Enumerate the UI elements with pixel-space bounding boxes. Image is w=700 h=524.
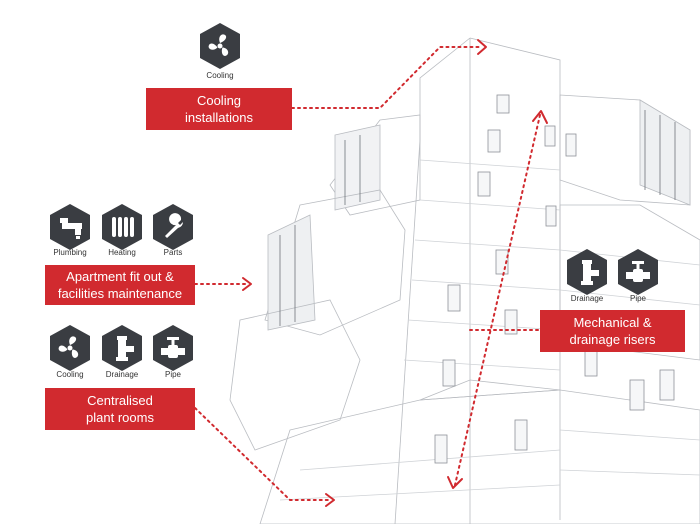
plant-pipe-icon-label: Pipe: [164, 370, 181, 379]
plumbing-icon: [48, 203, 92, 251]
cooling-installations-title-line2: installations: [185, 110, 253, 125]
risers-pipe-icon-label: Pipe: [629, 294, 646, 303]
heating-icon-label: Heating: [108, 248, 136, 257]
cooling-icon: [48, 324, 92, 372]
plant-drainage-icon-label: Drainage: [105, 370, 139, 379]
plant-rooms-title-line1: Centralised: [87, 393, 153, 408]
heating-icon: [100, 203, 144, 251]
cooling-installations-title-line1: Cooling: [196, 93, 242, 108]
risers-title-line1: Mechanical &: [573, 315, 652, 330]
parts-icon: [151, 203, 195, 251]
risers-title-line2: drainage risers: [569, 332, 656, 347]
plumbing-icon-label: Plumbing: [53, 248, 87, 257]
pipe-icon: [616, 248, 660, 296]
parts-icon-label: Parts: [163, 248, 183, 257]
centralised-plant-rooms-box[interactable]: Centralised plant rooms: [45, 388, 195, 430]
cooling-installations-box[interactable]: Cooling installations: [146, 88, 292, 130]
drainage-icon: [565, 248, 609, 296]
cooling-icon: [198, 22, 242, 70]
apartment-fit-out-box[interactable]: Apartment fit out & facilities maintenan…: [45, 265, 195, 305]
apartment-fit-out-title-line1: Apartment fit out &: [66, 269, 174, 284]
drainage-icon: [100, 324, 144, 372]
mechanical-drainage-risers-box[interactable]: Mechanical & drainage risers: [540, 310, 685, 352]
risers-drainage-icon-label: Drainage: [570, 294, 604, 303]
plant-cooling-icon-label: Cooling: [56, 370, 84, 379]
plant-rooms-title-line2: plant rooms: [86, 410, 154, 425]
cooling-icon-label: Cooling: [206, 71, 234, 80]
apartment-fit-out-title-line2: facilities maintenance: [57, 286, 183, 301]
pipe-icon: [151, 324, 195, 372]
